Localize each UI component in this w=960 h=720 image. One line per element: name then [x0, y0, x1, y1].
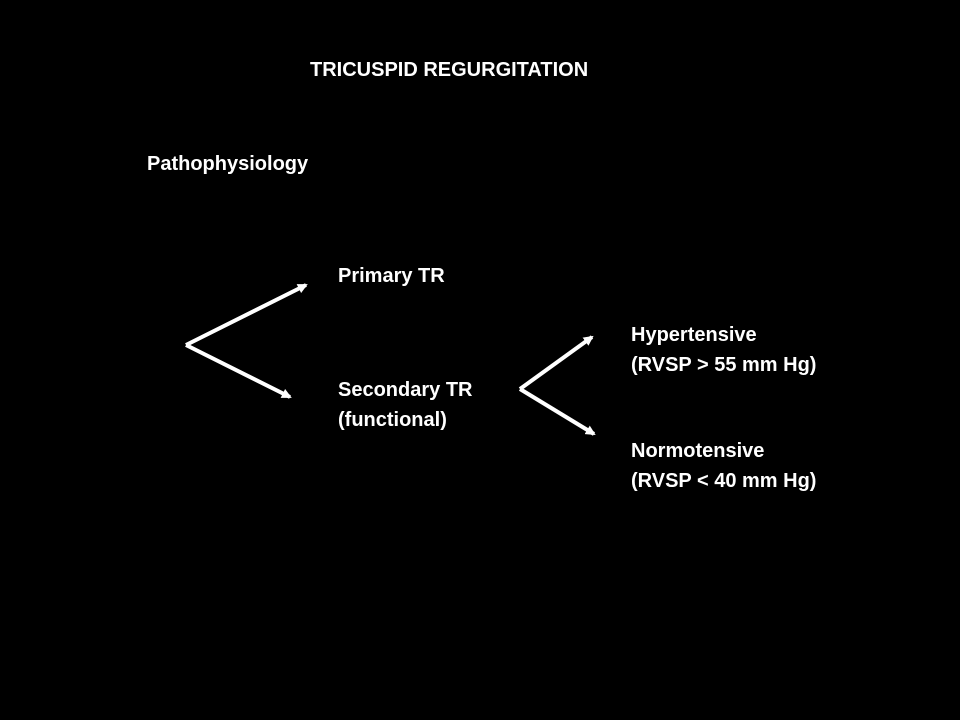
secondary-tr-label: Secondary TR	[338, 379, 473, 401]
slide-title: TRICUSPID REGURGITATION	[310, 59, 589, 81]
arrow-to-primary	[185, 283, 308, 347]
normotensive-criterion: (RVSP < 40 mm Hg)	[631, 470, 817, 492]
normotensive-label: Normotensive	[631, 440, 765, 462]
primary-tr-label: Primary TR	[338, 265, 445, 287]
hypertensive-criterion: (RVSP > 55 mm Hg)	[631, 354, 817, 376]
arrow-to-secondary	[185, 343, 292, 399]
slide-subtitle: Pathophysiology	[147, 153, 309, 175]
secondary-tr-qualifier: (functional)	[338, 409, 447, 431]
arrow-to-hypertensive	[518, 335, 594, 391]
hypertensive-label: Hypertensive	[631, 324, 757, 346]
arrow-to-normotensive	[518, 387, 596, 436]
